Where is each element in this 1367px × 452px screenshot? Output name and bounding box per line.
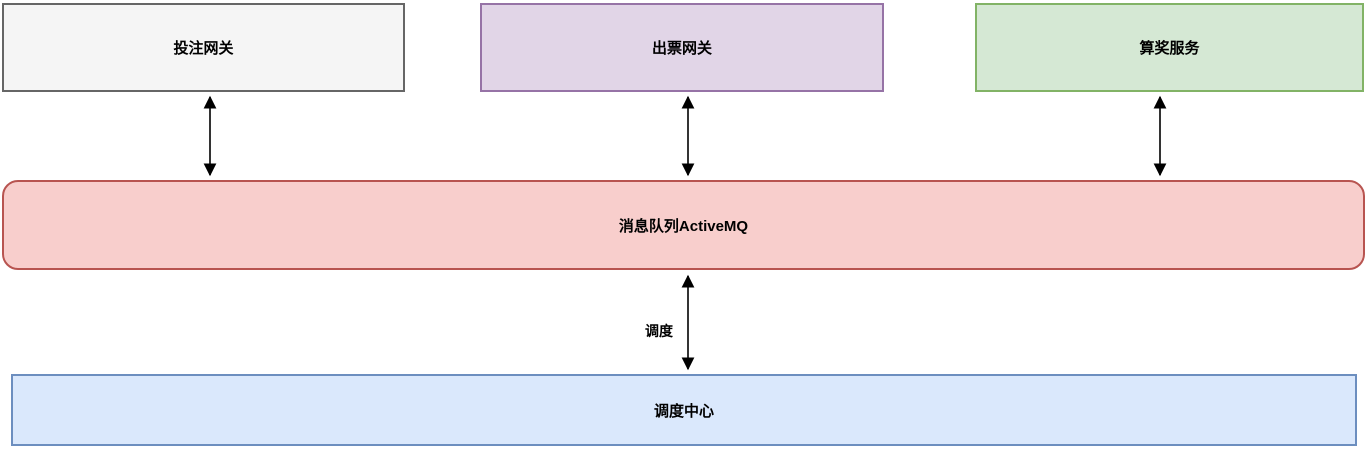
- node-dispatch-center-label: 调度中心: [653, 402, 714, 420]
- node-ticketing-gateway: 出票网关: [480, 3, 884, 92]
- node-betting-gateway: 投注网关: [2, 3, 405, 92]
- node-betting-gateway-label: 投注网关: [173, 40, 234, 57]
- node-prize-service: 算奖服务: [975, 3, 1364, 92]
- node-message-queue: 消息队列ActiveMQ: [2, 180, 1365, 270]
- node-ticketing-gateway-label: 出票网关: [651, 40, 712, 57]
- node-message-queue-label: 消息队列ActiveMQ: [618, 217, 749, 235]
- node-dispatch-center: 调度中心: [11, 374, 1357, 446]
- edge-label-dispatch: 调度: [644, 321, 674, 341]
- node-prize-service-label: 算奖服务: [1139, 40, 1200, 57]
